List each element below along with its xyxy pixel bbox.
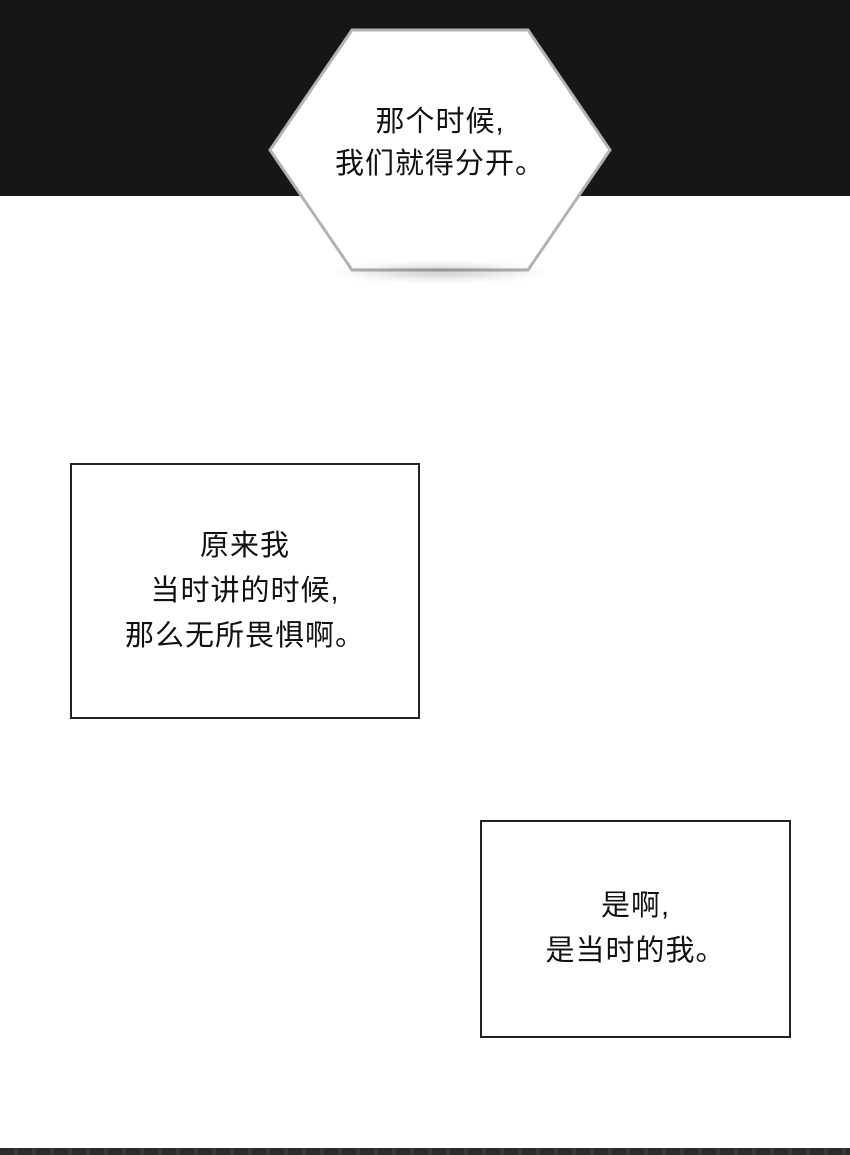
speech-box-right: 是啊, 是当时的我。 (480, 820, 791, 1038)
speech-line: 是当时的我。 (545, 935, 726, 967)
bubble-drop-shadow (330, 262, 550, 282)
speech-line: 是啊, (600, 890, 671, 922)
hexagon-bubble-text: 那个时候, 我们就得分开。 (268, 28, 612, 272)
bubble-line: 那个时候, (375, 106, 505, 138)
speech-line: 那么无所畏惧啊。 (124, 619, 365, 652)
hexagon-bubble-shape (268, 28, 612, 272)
speech-line: 原来我 (199, 529, 290, 562)
hexagon-speech-bubble (268, 28, 612, 272)
speech-box-left: 原来我 当时讲的时候, 那么无所畏惧啊。 (70, 463, 420, 719)
bubble-line: 我们就得分开。 (334, 148, 545, 180)
speech-line: 当时讲的时候, (150, 574, 340, 607)
next-panel-edge (0, 1148, 850, 1155)
